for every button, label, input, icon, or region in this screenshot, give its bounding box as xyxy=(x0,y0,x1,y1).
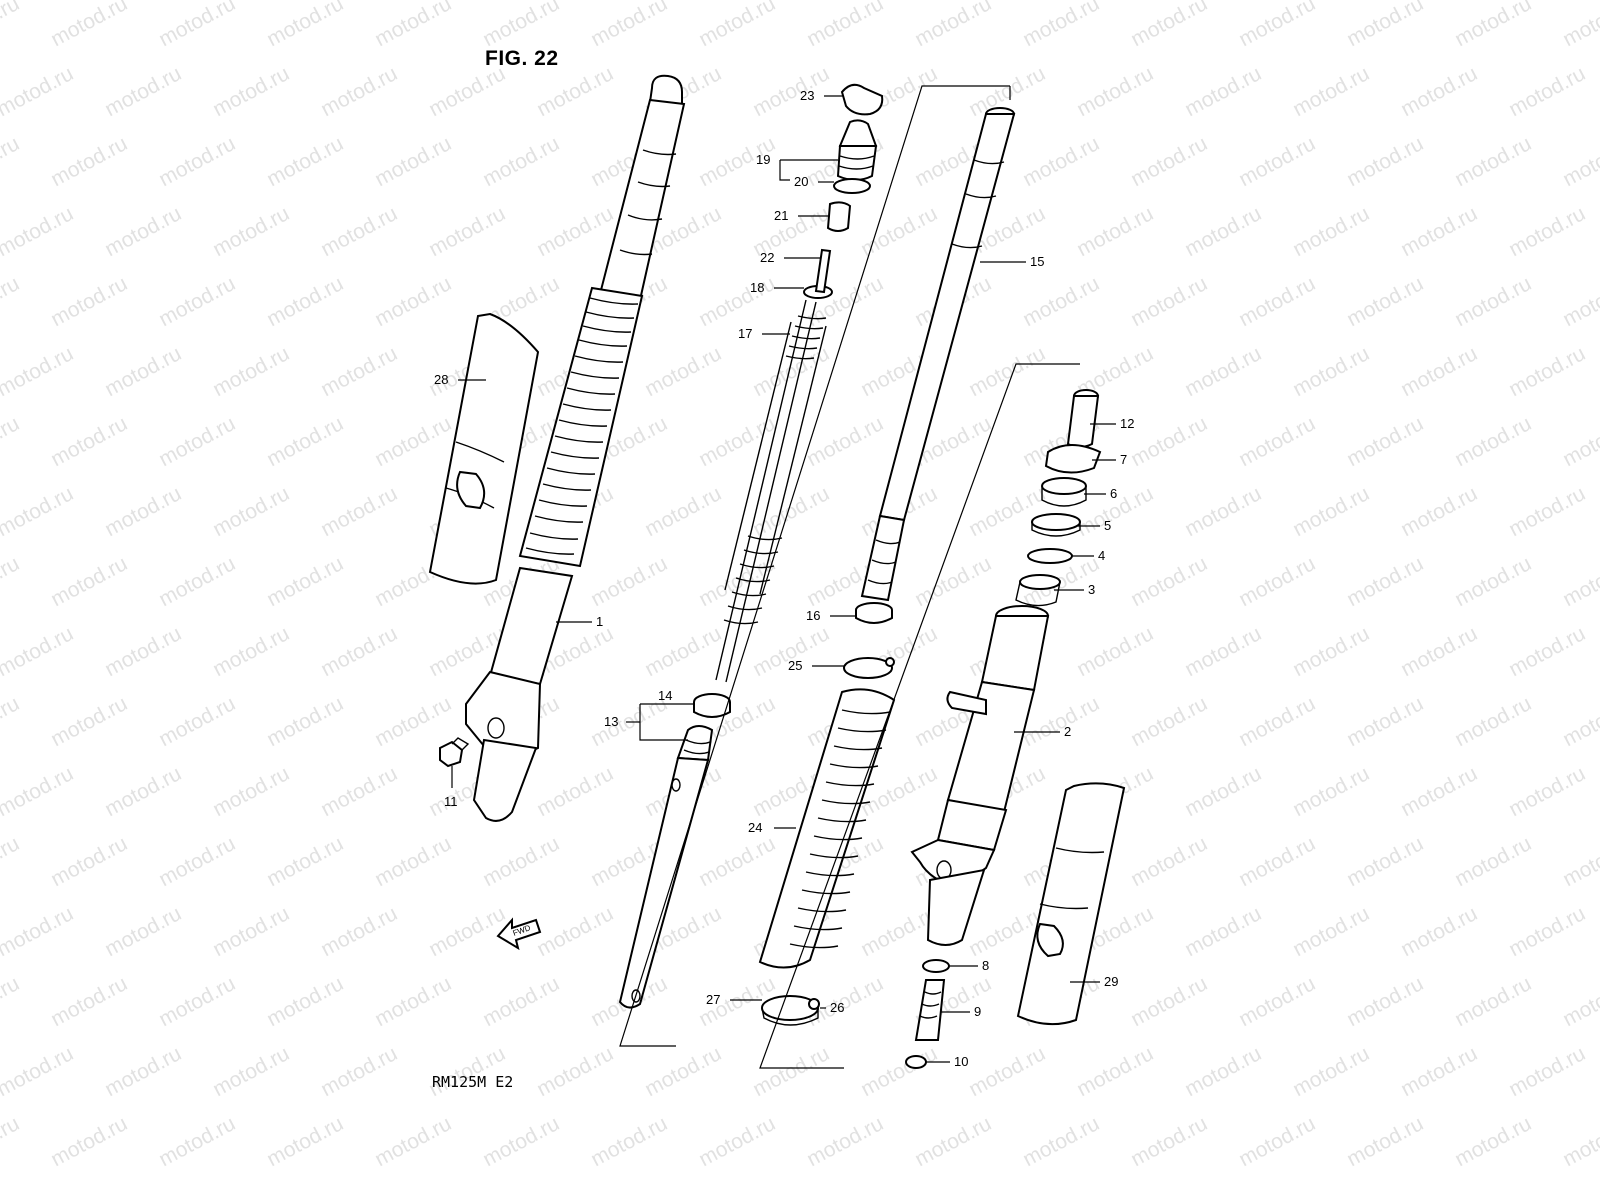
callout-26: 26 xyxy=(830,1000,844,1015)
figure-title: FIG. 22 xyxy=(485,47,559,70)
callout-3: 3 xyxy=(1088,582,1095,597)
part-12-guide xyxy=(1066,389,1100,448)
part-4-ring xyxy=(1027,548,1073,564)
part-11-bolt xyxy=(439,737,470,768)
callout-23: 23 xyxy=(800,88,814,103)
part-10-cap xyxy=(905,1055,927,1069)
callout-2: 2 xyxy=(1064,724,1071,739)
part-8-washer xyxy=(922,959,950,973)
part-5-washer xyxy=(1031,513,1081,537)
callout-20: 20 xyxy=(794,174,808,189)
callout-12: 12 xyxy=(1120,416,1134,431)
model-code: RM125M E2 xyxy=(432,1073,514,1091)
callout-10: 10 xyxy=(954,1054,968,1069)
callout-19: 19 xyxy=(756,152,770,167)
part-23-cap xyxy=(840,83,884,116)
callout-13: 13 xyxy=(604,714,618,729)
callout-5: 5 xyxy=(1104,518,1111,533)
callout-1: 1 xyxy=(596,614,603,629)
part-20-o-ring xyxy=(833,178,871,194)
part-15-inner-tube xyxy=(860,107,1016,602)
part-16-slide-bushing xyxy=(855,602,893,624)
callout-25: 25 xyxy=(788,658,802,673)
callout-16: 16 xyxy=(806,608,820,623)
callout-14: 14 xyxy=(658,688,672,703)
callout-11: 11 xyxy=(444,794,458,809)
callout-22: 22 xyxy=(760,250,774,265)
callout-4: 4 xyxy=(1098,548,1105,563)
callout-18: 18 xyxy=(750,280,764,295)
callout-15: 15 xyxy=(1030,254,1044,269)
part-19-damper-adjuster xyxy=(836,119,878,181)
part-24-fork-boot xyxy=(758,688,896,969)
part-17-rebound-spring xyxy=(715,299,827,683)
assembly-frame-lines xyxy=(619,85,1080,1069)
part-7-circlip xyxy=(1044,444,1102,474)
callout-8: 8 xyxy=(982,958,989,973)
callout-9: 9 xyxy=(974,1004,981,1019)
callout-28: 28 xyxy=(434,372,448,387)
callout-27: 27 xyxy=(706,992,720,1007)
part-28-left-fork-guard xyxy=(428,312,540,585)
part-25-clamp xyxy=(843,657,895,679)
callout-6: 6 xyxy=(1110,486,1117,501)
part-29-right-fork-guard xyxy=(1016,782,1126,1026)
callout-labels: 1 2 3 4 5 6 7 8 9 10 11 12 13 14 15 16 xyxy=(434,88,1134,1069)
part-26-clamp-screw xyxy=(808,998,820,1010)
callout-21: 21 xyxy=(774,208,788,223)
callout-17: 17 xyxy=(738,326,752,341)
part-2-outer-tube xyxy=(910,605,1050,946)
part-1-left-fork-assembly xyxy=(465,74,686,822)
part-21-nut xyxy=(826,201,852,232)
part-22-rod xyxy=(814,248,832,294)
part-14-ring xyxy=(693,693,731,718)
fwd-arrow-icon: FWD xyxy=(496,917,542,951)
callout-7: 7 xyxy=(1120,452,1127,467)
part-9-drain-bolt xyxy=(914,979,946,1041)
part-13-cylinder-rod xyxy=(618,725,714,1009)
part-3-bushing xyxy=(1015,574,1061,607)
callout-29: 29 xyxy=(1104,974,1118,989)
callout-24: 24 xyxy=(748,820,762,835)
part-6-oil-seal xyxy=(1041,477,1087,507)
